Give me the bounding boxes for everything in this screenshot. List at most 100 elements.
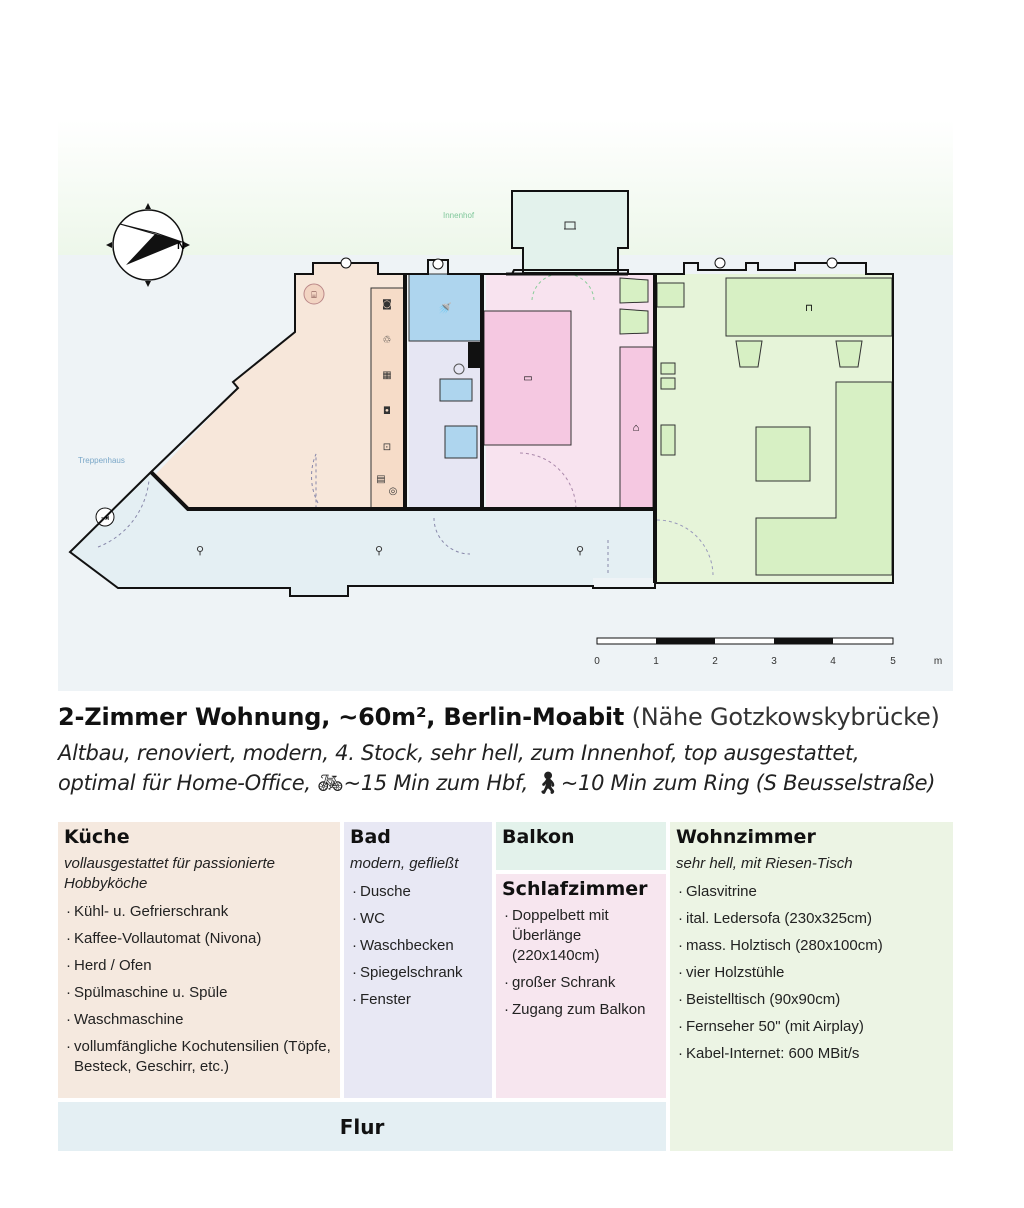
entrance-door-arc [97, 479, 150, 548]
subtitle-ring: ~10 Min zum Ring (S Beusselstraße) [560, 771, 936, 795]
living-door-arc [656, 519, 714, 576]
list-item: Spiegelschrank [350, 963, 486, 983]
walk-icon: ⚲ [196, 545, 204, 557]
scale-bar [596, 637, 894, 645]
speaker [660, 377, 676, 390]
list-item: Waschmaschine [64, 1010, 334, 1030]
flur-title: Flur [339, 1114, 385, 1139]
list-item: vollumfängliche Kochutensilien (Töpfe, B… [64, 1037, 334, 1077]
shower-icon: 🚿 [438, 302, 452, 315]
hall-door-arcs [433, 517, 609, 573]
subtitle-home-office: optimal für Home-Office, [58, 771, 311, 795]
bad-desc: modern, gefließt [350, 855, 459, 872]
waschbecken-fixture [444, 425, 478, 459]
glasvitrine [656, 282, 685, 308]
subtitle-hbf: ~15 Min zum Hbf, [343, 771, 529, 795]
list-item: ital. Ledersofa (230x325cm) [676, 909, 947, 929]
fernseher [660, 424, 676, 456]
wc-fixture [439, 378, 473, 402]
chair-icon [619, 277, 649, 304]
walk-icon: ⚲ [576, 545, 584, 557]
bicycle-icon: 🚲︎ [317, 771, 344, 795]
innenhof-area [58, 120, 953, 255]
walk-icon: ⚲ [375, 545, 383, 557]
trash-icon: ⌸ [303, 283, 325, 305]
fridge-icon: ▤ [376, 474, 385, 485]
list-item: Fenster [350, 990, 486, 1010]
kueche-desc: vollausgestattet für passionierte Hobbyk… [64, 855, 275, 892]
compass-icon: N [106, 203, 190, 287]
walking-person-icon: 🚶︎ [534, 771, 561, 795]
list-item: Kühl- u. Gefrierschrank [64, 902, 334, 922]
kueche-room [155, 263, 405, 509]
list-item: mass. Holztisch (280x100cm) [676, 936, 947, 956]
doppelbett [483, 310, 572, 446]
chair-icon [735, 340, 763, 368]
flur-room [70, 472, 655, 596]
bench-icon [564, 221, 576, 230]
page-title: 2-Zimmer Wohnung, ~60m², Berlin-Moabit (… [58, 703, 940, 731]
treppenhaus-label: Treppenhaus [78, 456, 125, 465]
svg-text:0: 0 [594, 656, 600, 667]
svg-text:4: 4 [830, 656, 836, 667]
list-item: Glasvitrine [676, 882, 947, 902]
coffee-machine-icon: ◙ [382, 299, 392, 310]
list-item: Kaffee-Vollautomat (Nivona) [64, 929, 334, 949]
bad-list: Dusche WC Waschbecken Spiegelschrank Fen… [350, 882, 486, 1010]
list-item: großer Schrank [502, 973, 660, 993]
list-item: Waschbecken [350, 936, 486, 956]
holztisch [725, 277, 893, 337]
dishwasher-icon: ⊡ [383, 442, 391, 453]
kueche-title: Küche [64, 826, 130, 848]
subtitle-line-2: optimal für Home-Office, 🚲︎~15 Min zum H… [58, 771, 935, 796]
innenhof-label: Innenhof [443, 211, 475, 220]
kueche-list: Kühl- u. Gefrierschrank Kaffee-Vollautom… [64, 902, 334, 1077]
chair-icon [835, 340, 863, 368]
washing-machine-icon: ◎ [389, 486, 398, 497]
oven-icon: ◘ [383, 406, 391, 417]
svg-text:1: 1 [653, 656, 659, 667]
svg-text:5: 5 [890, 656, 896, 667]
list-item: Beistelltisch (90x90cm) [676, 990, 947, 1010]
list-item: vier Holzstühle [676, 963, 947, 983]
schlafzimmer-title: Schlafzimmer [502, 878, 648, 900]
list-item: Zugang zum Balkon [502, 1000, 660, 1020]
walking-icons: ⚲ ⚲ ⚲ [196, 545, 584, 557]
bad-title: Bad [350, 826, 391, 848]
hanger-icon: ⌂ [633, 422, 640, 434]
beistelltisch [755, 426, 811, 482]
balkon-room [511, 190, 629, 274]
kueche-panel: Küche vollausgestattet für passionierte … [58, 822, 340, 1098]
table-icon: ⊓ [805, 303, 813, 314]
balkon-title: Balkon [502, 826, 575, 848]
bad-panel: Bad modern, gefließt Dusche WC Waschbeck… [344, 822, 492, 1098]
list-item: Fernseher 50" (mit Airplay) [676, 1017, 947, 1037]
scale-unit: m [934, 656, 942, 667]
kitchen-appliance-icons: ◙ ♲ ▦ ◘ ⊡ ▤ ◎ [376, 299, 397, 497]
title-location: (Nähe Gotzkowskybrücke) [631, 703, 940, 731]
speaker [660, 362, 676, 375]
list-item: Kabel-Internet: 600 MBit/s [676, 1044, 947, 1064]
scale-labels: 0 1 2 3 4 5 m [594, 656, 942, 667]
wohnzimmer-list: Glasvitrine ital. Ledersofa (230x325cm) … [676, 882, 947, 1064]
window-markers [340, 257, 838, 270]
list-item: Doppelbett mit Überlänge (220x140cm) [502, 906, 660, 966]
flur-panel: Flur [58, 1102, 666, 1151]
bed-icon: ▭ [523, 373, 532, 384]
svg-text:⌸: ⌸ [311, 290, 317, 300]
list-item: Herd / Ofen [64, 956, 334, 976]
compass-n-label: N [177, 240, 185, 252]
subtitle-line-1: Altbau, renoviert, modern, 4. Stock, seh… [58, 741, 860, 765]
title-main: 2-Zimmer Wohnung, ~60m², Berlin-Moabit [58, 703, 625, 731]
walls [68, 259, 894, 597]
wohnzimmer-desc: sehr hell, mit Riesen-Tisch [676, 855, 853, 872]
sink-icon: ♲ [383, 335, 392, 346]
schlafzimmer-panel: Schlafzimmer Doppelbett mit Überlänge (2… [496, 874, 666, 1098]
stove-icon: ▦ [382, 370, 391, 381]
bedroom-door-arc [519, 452, 577, 510]
kitchen-counter [370, 287, 406, 510]
list-item: WC [350, 909, 486, 929]
wohnzimmer-title: Wohnzimmer [676, 826, 816, 848]
kitchen-door-arc [311, 453, 319, 509]
schrank [619, 346, 654, 509]
